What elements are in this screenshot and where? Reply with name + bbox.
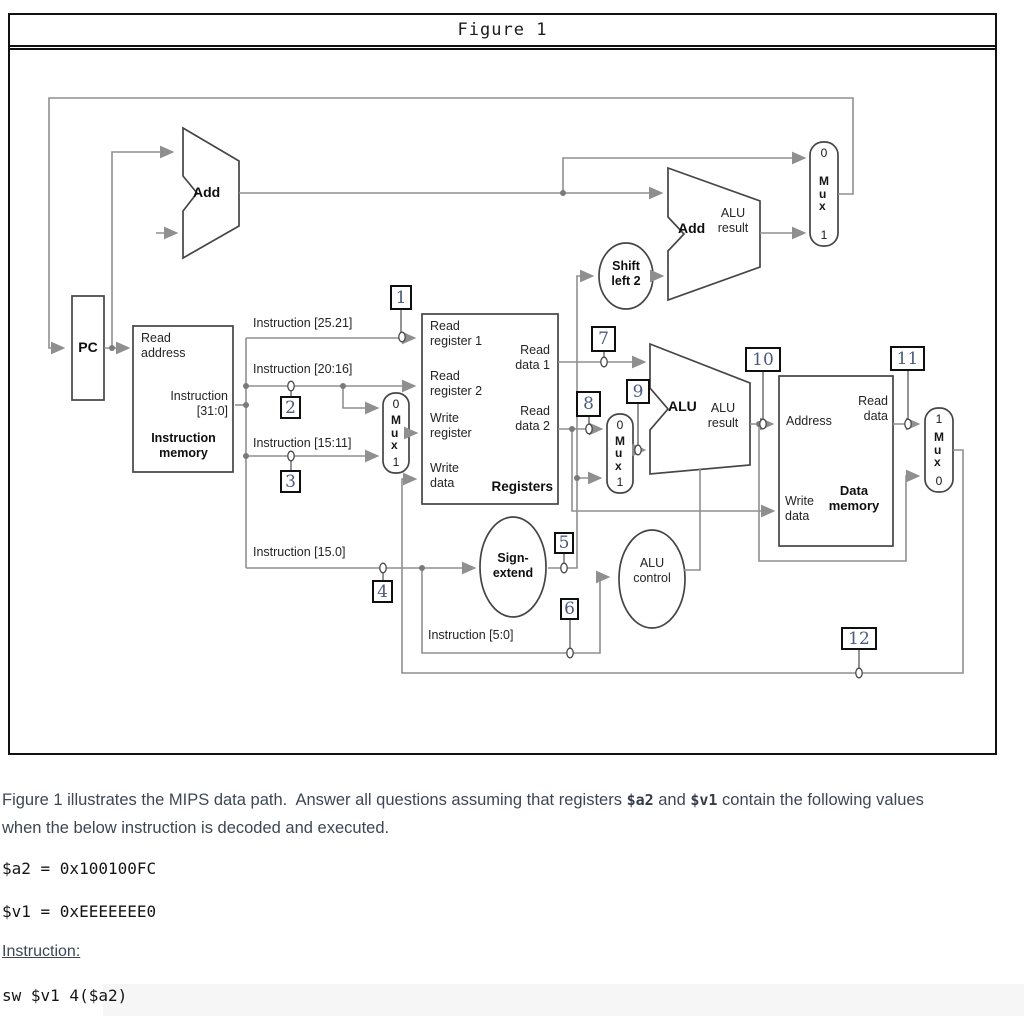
register-v1-inline: $v1: [690, 791, 718, 809]
wire-instr-20-16-mux: [342, 386, 380, 415]
pc-adder-shape: [182, 126, 240, 260]
sign-extend-oval: [479, 516, 547, 618]
mux-alusrc-1: 1: [616, 475, 624, 489]
wire-read-data-2-dm: [571, 429, 776, 518]
caption-paragraph: Figure 1 illustrates the MIPS data path.…: [2, 786, 940, 842]
mux-pcsrc-0: 0: [820, 146, 828, 160]
figure-title: Figure 1: [457, 20, 548, 40]
reg-read-data-1-label: Read data 1: [515, 343, 550, 372]
reg-read-data-2-label: Read data 2: [515, 404, 550, 433]
label-instruction-25-21: Instruction [25.21]: [253, 316, 353, 330]
imem-name-label: Instruction memory: [151, 431, 216, 460]
dm-name-label: Data memory: [828, 483, 880, 513]
tag-1: 1: [390, 285, 412, 310]
mux-alusrc-0: 0: [616, 418, 624, 432]
mux-regdst-1: 1: [392, 455, 400, 469]
mux-regdst-0: 0: [392, 397, 400, 411]
tag-8: 8: [576, 391, 601, 417]
label-instruction-15-11: Instruction [15:11]: [253, 436, 352, 450]
shift-left-2-label: Shift left 2: [611, 259, 641, 288]
registers-name-label: Registers: [491, 479, 553, 494]
reg-read-register-1-label: Read register 1: [430, 319, 483, 348]
tag-3: 3: [280, 470, 301, 493]
reg-read-register-2-label: Read register 2: [430, 369, 483, 398]
tag-4: 4: [372, 580, 393, 603]
pc-adder-label: Add: [193, 184, 221, 200]
reg-write-register-label: Write register: [430, 411, 472, 440]
mux-memtoreg-1: 1: [935, 412, 943, 426]
tag-6: 6: [560, 598, 579, 620]
wire-pc-to-adder: [111, 145, 175, 348]
instruction-code: sw $v1 4($a2): [2, 986, 128, 1005]
probe-markers: [287, 331, 912, 679]
mux-memtoreg-0: 0: [935, 474, 943, 488]
label-instruction-5-0: Instruction [5:0]: [428, 628, 514, 642]
imem-instruction-label: Instruction [31:0]: [170, 389, 228, 418]
wire-pc-feedback: [48, 97, 854, 355]
alu-label: ALU: [668, 398, 697, 414]
figure-title-bar: Figure 1: [10, 15, 995, 50]
wire-alucontrol-out: [684, 469, 701, 571]
tag-10: 10: [745, 347, 781, 372]
alu-shape: [649, 342, 751, 475]
dm-read-data-label: Read data: [858, 394, 888, 423]
alu-result-label: ALU result: [707, 401, 739, 430]
wire-instr-5-0: [421, 568, 611, 654]
tag-9: 9: [626, 379, 650, 404]
caption-text-2: and: [653, 791, 691, 809]
label-instruction-15-0: Instruction [15.0]: [253, 545, 346, 559]
value-v1: $v1 = 0xEEEEEEE0: [2, 902, 157, 921]
imem-read-address-label: Read address: [141, 331, 186, 360]
sign-extend-label: Sign- extend: [492, 551, 534, 580]
instruction-heading: Instruction:: [2, 943, 81, 960]
pc-label: PC: [78, 339, 98, 355]
data-memory-box: [778, 375, 894, 547]
label-instruction-20-16: Instruction [20:16]: [253, 362, 353, 376]
wire-alu-result-bypass: [758, 424, 921, 562]
branch-adder-label: Add: [678, 220, 706, 236]
dm-address-label: Address: [786, 414, 832, 428]
tag-2: 2: [280, 396, 301, 419]
highlight-band: [103, 984, 1024, 1016]
register-a2-inline: $a2: [626, 791, 654, 809]
tag-12: 12: [841, 627, 877, 650]
instruction-memory-box: [132, 325, 234, 473]
alu-control-label: ALU control: [633, 556, 671, 585]
datapath-diagram: [48, 97, 964, 679]
tag-11: 11: [890, 346, 925, 371]
mux-pcsrc-1: 1: [820, 228, 828, 242]
branch-adder-shape: [667, 166, 761, 302]
wire-pc4-to-mux: [562, 151, 807, 193]
wire-writeback: [401, 449, 964, 674]
alu-control-oval: [618, 529, 686, 629]
dm-write-data-label: Write data: [785, 494, 814, 523]
branch-adder-result-label: ALU result: [717, 206, 749, 235]
registers-box: [421, 313, 559, 505]
caption-text-3: contain the following values when the be…: [2, 791, 929, 837]
tag-7: 7: [591, 326, 616, 352]
value-a2: $a2 = 0x100100FC: [2, 859, 157, 878]
component-shapes: [71, 126, 954, 629]
reg-write-data-label: Write data: [430, 461, 459, 490]
tag-5: 5: [554, 532, 574, 554]
caption-text-1: Figure 1 illustrates the MIPS data path.…: [2, 791, 627, 809]
